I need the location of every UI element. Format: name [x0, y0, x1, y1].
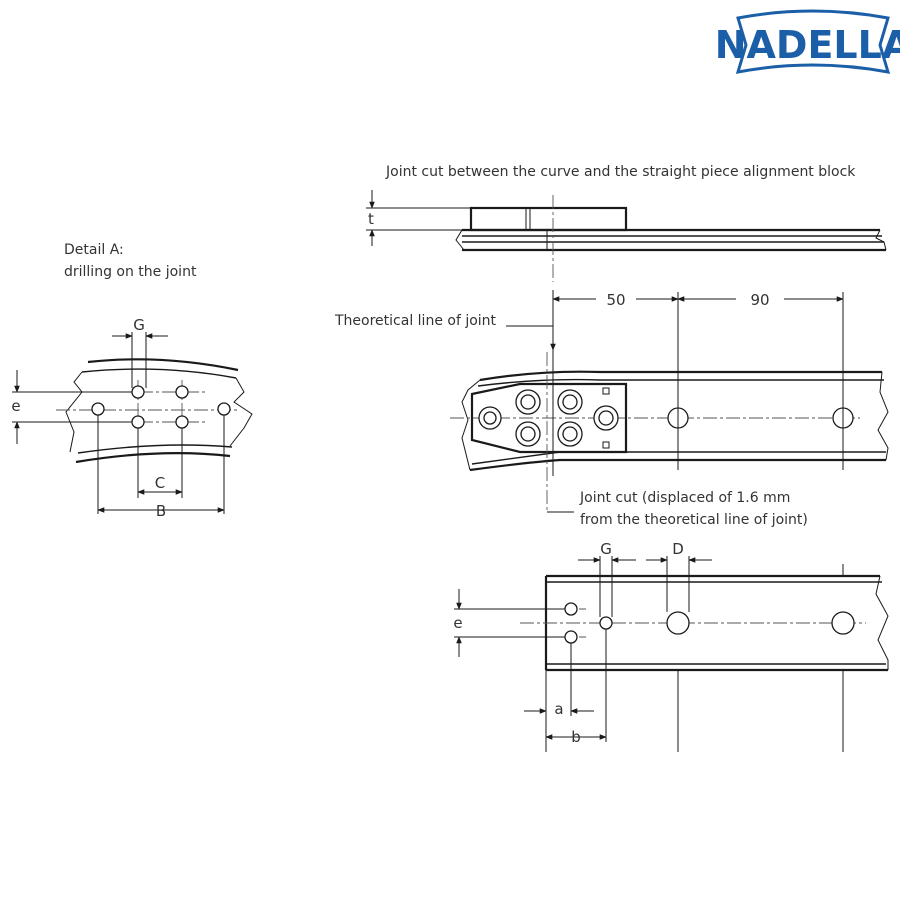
bottom-view-dim-e: e	[453, 614, 462, 632]
detail-a-title: Detail A:	[64, 242, 124, 258]
detail-a-subtitle: drilling on the joint	[64, 264, 197, 280]
logo-text: NADELLA	[715, 23, 900, 67]
bottom-view-dim-g: G	[600, 540, 612, 558]
nadella-logo: NADELLA	[715, 9, 900, 74]
side-view-drawing: Joint cut between the curve and the stra…	[366, 164, 887, 282]
joint-cut-label-line2: from the theoretical line of joint)	[580, 512, 808, 528]
joint-cut-label-line1: Joint cut (displaced of 1.6 mm	[579, 490, 790, 506]
detail-a-dim-c: C	[155, 474, 165, 492]
top-view-dim-90: 90	[750, 291, 769, 309]
theoretical-line-label: Theoretical line of joint	[334, 313, 497, 329]
detail-a-dim-g: G	[133, 316, 145, 334]
bottom-view-dim-a: a	[554, 700, 563, 718]
bottom-view-dim-b: b	[571, 728, 581, 746]
detail-a-drawing: Detail A: drilling on the joint G	[11, 242, 253, 520]
detail-a-dim-e: e	[11, 397, 20, 415]
bottom-view-drawing: G D e a b	[453, 540, 889, 752]
detail-a-dim-b: B	[156, 502, 166, 520]
logo-banner-shape	[735, 9, 891, 74]
top-view-dim-50: 50	[606, 291, 625, 309]
side-view-caption: Joint cut between the curve and the stra…	[385, 164, 856, 180]
top-view-drawing: Theoretical line of joint 50 90	[334, 290, 889, 528]
side-view-dim-t: t	[368, 210, 374, 228]
bottom-view-dim-d: D	[672, 540, 684, 558]
